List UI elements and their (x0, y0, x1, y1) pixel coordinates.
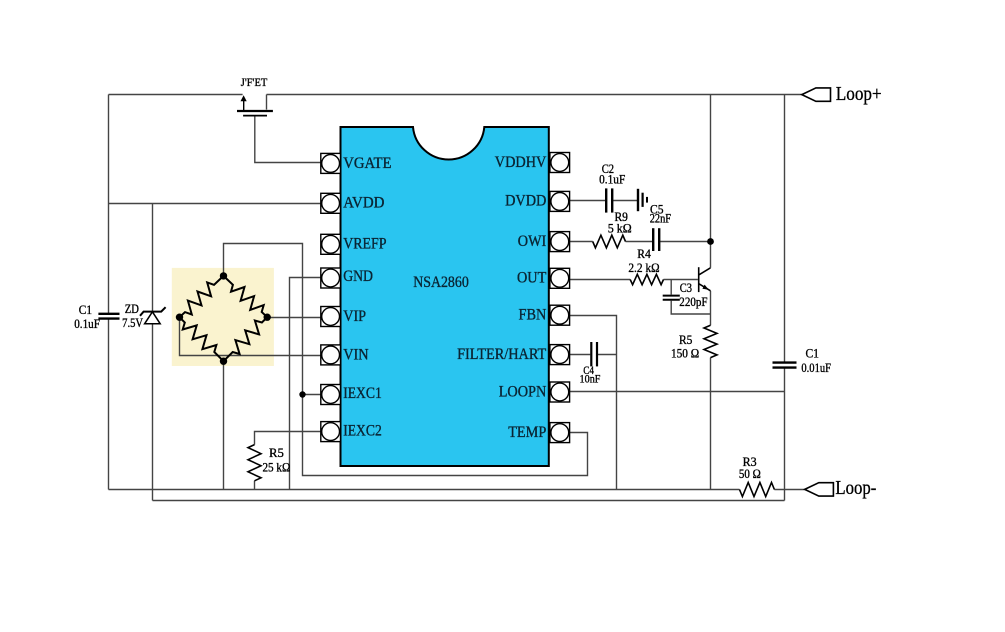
svg-text:Loop-: Loop- (835, 477, 876, 499)
svg-text:C1: C1 (805, 346, 819, 360)
svg-text:VREFP: VREFP (343, 235, 387, 252)
svg-text:GND: GND (343, 268, 373, 285)
svg-text:R4: R4 (637, 247, 651, 261)
svg-text:150 Ω: 150 Ω (671, 346, 699, 360)
svg-text:AVDD: AVDD (343, 195, 384, 212)
svg-text:C3: C3 (680, 281, 692, 295)
svg-text:0.01uF: 0.01uF (801, 361, 831, 375)
svg-text:VGATE: VGATE (343, 155, 391, 172)
svg-text:R3: R3 (743, 455, 757, 469)
svg-text:TEMP: TEMP (508, 424, 546, 441)
svg-text:Loop+: Loop+ (836, 83, 882, 105)
svg-text:25 kΩ: 25 kΩ (262, 461, 290, 475)
svg-text:OUT: OUT (517, 270, 547, 287)
svg-text:VIN: VIN (343, 346, 368, 363)
svg-text:FBN: FBN (519, 307, 547, 324)
svg-text:2.2 kΩ: 2.2 kΩ (628, 261, 659, 275)
svg-text:5 kΩ: 5 kΩ (608, 222, 632, 236)
svg-text:C4: C4 (583, 363, 594, 377)
svg-text:50 Ω: 50 Ω (739, 467, 761, 481)
svg-text:NSA2860: NSA2860 (413, 274, 469, 291)
svg-text:0.1uF: 0.1uF (74, 317, 100, 331)
svg-text:R5: R5 (269, 446, 284, 460)
svg-text:ZD: ZD (125, 302, 139, 316)
svg-text:IEXC1: IEXC1 (343, 385, 382, 402)
svg-text:LOOPN: LOOPN (499, 383, 547, 400)
svg-text:C2: C2 (602, 162, 614, 176)
svg-text:FILTER/HART: FILTER/HART (457, 346, 547, 363)
svg-text:0.1uF: 0.1uF (599, 173, 625, 187)
svg-text:7.5V: 7.5V (122, 316, 143, 330)
svg-text:IEXC2: IEXC2 (343, 422, 382, 439)
svg-text:J'F'ET: J'F'ET (241, 75, 268, 89)
svg-text:DVDD: DVDD (505, 193, 546, 210)
svg-text:10nF: 10nF (580, 371, 601, 385)
svg-text:VDDHV: VDDHV (495, 154, 547, 171)
svg-text:VIP: VIP (343, 308, 366, 325)
svg-text:220pF: 220pF (679, 295, 707, 309)
svg-text:22nF: 22nF (650, 211, 671, 225)
svg-text:C5: C5 (650, 203, 664, 217)
svg-text:OWI: OWI (518, 233, 547, 250)
svg-text:R5: R5 (679, 333, 692, 347)
svg-text:C1: C1 (79, 303, 92, 317)
svg-text:R9: R9 (614, 210, 628, 224)
